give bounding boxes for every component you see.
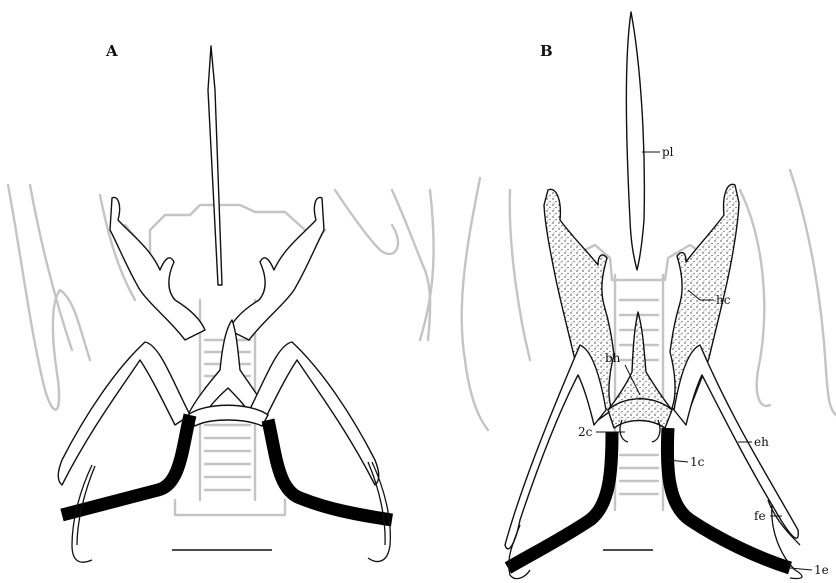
panel-letter-a: A xyxy=(105,42,118,60)
panel-a: A xyxy=(8,42,434,562)
label-hc: hc xyxy=(716,293,731,307)
panel-a-spine xyxy=(208,46,222,285)
panel-b: B xyxy=(462,12,836,579)
panel-b-spine-pl xyxy=(626,12,644,270)
label-2c: 2c xyxy=(578,425,593,439)
panel-b-left-horn xyxy=(544,189,614,420)
panel-b-copula xyxy=(608,399,672,428)
panel-b-right-epibranchial xyxy=(674,345,798,538)
label-eh: eh xyxy=(754,435,769,449)
panel-b-background-outline xyxy=(462,170,836,510)
label-fe: fe xyxy=(754,509,766,523)
panel-letter-b: B xyxy=(540,42,553,60)
panel-a-copula xyxy=(188,405,268,426)
panel-a-right-horn xyxy=(229,197,324,340)
label-pl: pl xyxy=(662,145,674,159)
label-1e: 1e xyxy=(814,563,829,577)
label-bh: bh xyxy=(605,351,621,365)
panel-a-left-horn xyxy=(110,197,205,340)
label-1c: 1c xyxy=(690,455,705,469)
panel-a-left-epibranchial xyxy=(58,342,190,485)
